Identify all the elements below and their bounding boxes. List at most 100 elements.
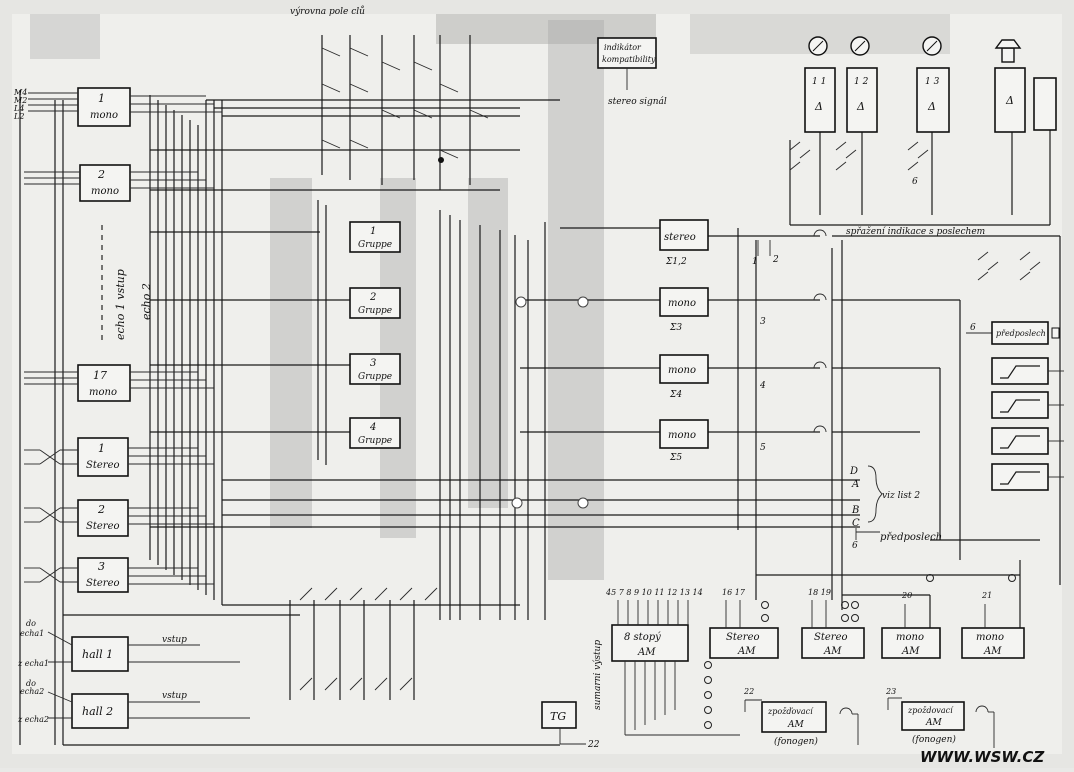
- svg-text:indikátor: indikátor: [604, 43, 642, 52]
- svg-text:1: 1: [752, 257, 758, 267]
- sum-output-switches: [813, 229, 827, 433]
- filter-2[interactable]: [991, 391, 1049, 419]
- svg-text:z echa1: z echa1: [17, 659, 49, 668]
- svg-text:A: A: [851, 479, 859, 490]
- delay-1-num: 22: [743, 687, 754, 696]
- svg-text:mono: mono: [896, 632, 924, 643]
- delay-wiring: [744, 697, 995, 748]
- tone-generator[interactable]: TG: [541, 701, 577, 729]
- input-lines: [24, 92, 222, 585]
- compatibility-indicator[interactable]: indikátor kompatibility: [597, 37, 657, 69]
- svg-text:1: 1: [98, 442, 105, 455]
- meter-switches: [789, 141, 1041, 281]
- delay-2-num: 23: [885, 687, 896, 696]
- group-1[interactable]: 1 Gruppe: [349, 221, 401, 253]
- svg-text:1: 1: [98, 92, 105, 105]
- top-label: výrovna pole clů: [290, 5, 365, 17]
- input-channel-mono-2[interactable]: 2 mono: [79, 164, 131, 202]
- svg-text:C: C: [852, 518, 860, 529]
- group-3[interactable]: 3 Gruppe: [349, 353, 401, 385]
- group-4[interactable]: 4 Gruppe: [349, 417, 401, 449]
- delay-unit-1[interactable]: zpožďovací AM: [761, 701, 827, 733]
- svg-text:Stereo: Stereo: [86, 578, 120, 589]
- svg-text:do: do: [26, 679, 36, 688]
- filter-4[interactable]: [991, 463, 1049, 491]
- svg-text:mono: mono: [90, 110, 118, 121]
- recorder-1-tracks: 16 17: [722, 588, 746, 597]
- svg-text:M4: M4: [13, 88, 27, 97]
- svg-text:z echa2: z echa2: [17, 715, 49, 724]
- predposlech-out-label: předposlech: [880, 532, 942, 543]
- svg-text:1 1: 1 1: [812, 77, 826, 87]
- recorder-stereo-2[interactable]: Stereo AM: [801, 627, 865, 659]
- filter-1[interactable]: [991, 357, 1049, 385]
- svg-text:Σ4: Σ4: [669, 390, 682, 400]
- svg-text:AM: AM: [925, 718, 942, 728]
- coupling-label: spřažení indikace s poslechem: [846, 226, 985, 237]
- svg-text:AM: AM: [737, 646, 756, 657]
- svg-text:Gruppe: Gruppe: [358, 240, 392, 250]
- viz-list-2-refs: D A B C viz list 2: [849, 465, 920, 529]
- svg-text:Σ5: Σ5: [669, 453, 682, 463]
- routing-switch-matrix: [321, 35, 489, 190]
- input-channel-stereo-3[interactable]: 3 Stereo: [77, 557, 129, 593]
- svg-text:AM: AM: [983, 646, 1002, 657]
- svg-text:Σ1,2: Σ1,2: [665, 257, 687, 267]
- filter-3[interactable]: [991, 427, 1049, 455]
- input-channel-stereo-1[interactable]: 1 Stereo: [77, 437, 129, 477]
- svg-text:L2: L2: [13, 112, 24, 121]
- svg-text:8 stopý: 8 stopý: [624, 632, 661, 643]
- svg-text:Σ3: Σ3: [669, 323, 682, 333]
- delay-unit-2[interactable]: zpoždovací AM: [901, 701, 965, 731]
- meter-1: 1 1 Δ: [804, 36, 836, 133]
- sum-mono-3[interactable]: mono Σ3: [659, 287, 709, 333]
- svg-text:2: 2: [97, 503, 105, 516]
- echo-input-label: echo 1 vstup: [114, 269, 127, 340]
- svg-text:Stereo: Stereo: [726, 632, 760, 643]
- svg-text:Δ: Δ: [856, 100, 865, 113]
- svg-text:Stereo: Stereo: [86, 460, 120, 471]
- echo2-label: echo 2: [140, 283, 153, 320]
- input-channel-stereo-2[interactable]: 2 Stereo: [77, 499, 129, 537]
- hall-2[interactable]: hall 2: [71, 693, 129, 729]
- recorder-mono-2[interactable]: mono AM: [961, 627, 1025, 659]
- monitor-predposlech[interactable]: předposlech: [991, 321, 1049, 345]
- svg-text:vstup: vstup: [162, 691, 187, 701]
- svg-text:1 3: 1 3: [925, 77, 940, 87]
- input-channel-mono-1[interactable]: 1 mono: [77, 87, 131, 127]
- hall-1[interactable]: hall 1: [71, 636, 129, 672]
- svg-text:AM: AM: [787, 720, 804, 730]
- recorder-mono-1[interactable]: mono AM: [881, 627, 941, 659]
- input-channel-mono-17[interactable]: 17 mono: [77, 364, 131, 402]
- sum-stereo-1-2[interactable]: stereo Σ1,2: [659, 219, 709, 267]
- recorder-4-tracks: 21: [981, 591, 992, 600]
- svg-text:echa1: echa1: [20, 629, 44, 638]
- svg-text:5: 5: [760, 443, 766, 453]
- recorder-2-tracks: 18 19: [808, 588, 831, 597]
- svg-text:3: 3: [760, 317, 766, 327]
- right-edge-block: [1033, 77, 1057, 131]
- sum-mono-5[interactable]: mono Σ5: [659, 419, 709, 463]
- meter-2: 1 2 Δ: [846, 36, 878, 133]
- svg-text:Gruppe: Gruppe: [358, 372, 392, 382]
- svg-text:D: D: [849, 466, 858, 477]
- sum-taps: 1 2 3 4 5: [752, 240, 779, 453]
- svg-text:2: 2: [772, 255, 779, 265]
- delay-2-note: (fonogen): [912, 734, 956, 745]
- multitrack-wiring: [617, 600, 740, 736]
- svg-text:L4: L4: [13, 104, 24, 113]
- sum-mono-4[interactable]: mono Σ4: [659, 354, 709, 400]
- svg-text:2: 2: [369, 292, 376, 303]
- predposlech-out-num: 6: [852, 541, 858, 551]
- svg-text:B: B: [851, 505, 859, 516]
- svg-text:1: 1: [370, 226, 376, 237]
- multitrack-recorder[interactable]: 8 stopý AM: [611, 624, 689, 662]
- svg-text:Δ: Δ: [927, 100, 936, 113]
- group-routing-switches: [289, 587, 438, 700]
- recorder-3-tracks: 20: [901, 591, 912, 600]
- svg-text:TG: TG: [550, 710, 566, 723]
- recorder-stereo-1[interactable]: Stereo AM: [709, 627, 779, 659]
- svg-text:3: 3: [370, 358, 376, 369]
- group-2[interactable]: 2 Gruppe: [349, 287, 401, 319]
